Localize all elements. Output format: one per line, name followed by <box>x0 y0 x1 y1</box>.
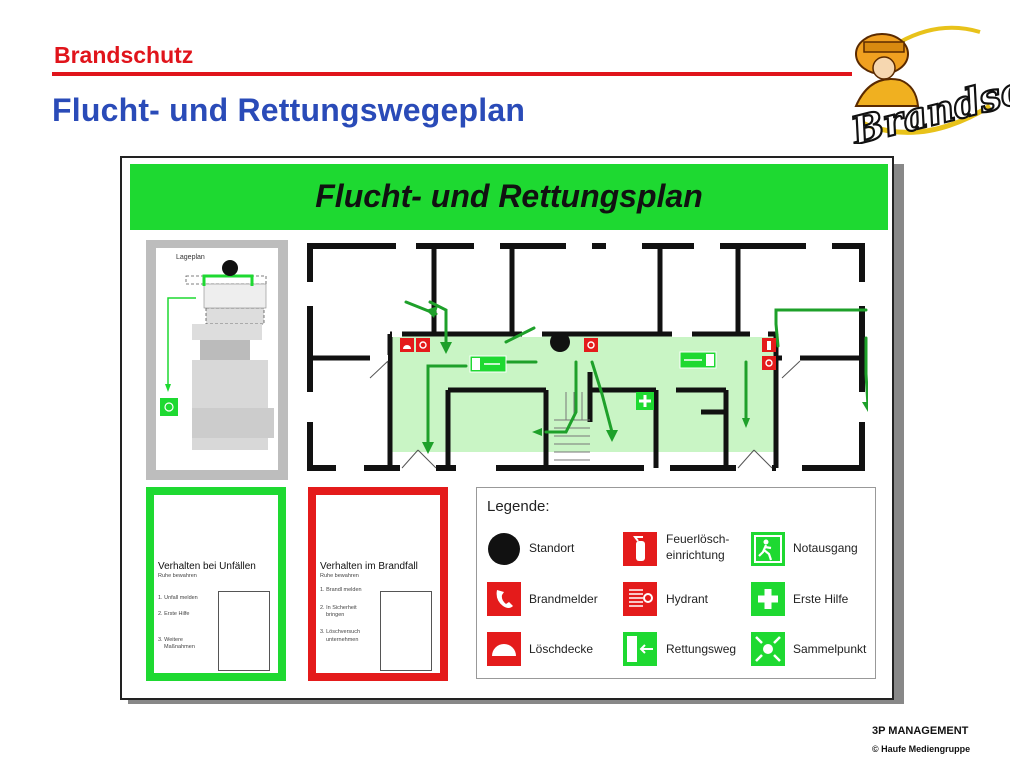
legend-label-rettungsweg: Rettungsweg <box>666 642 737 656</box>
logo-swoosh <box>858 103 992 135</box>
card-title: Verhalten im Brandfall <box>320 561 418 572</box>
card-title: Verhalten bei Unfällen <box>158 561 256 572</box>
card-step: 3. Weitere <box>158 637 183 643</box>
firefighter-icon <box>854 33 920 107</box>
card-step: 3. Löschversuch <box>320 629 361 635</box>
legend-label-erste-hilfe: Erste Hilfe <box>793 592 849 606</box>
card-step: unternehmen <box>326 637 359 643</box>
floor-plan <box>307 243 868 471</box>
legend-label-feuerloesch-2: einrichtung <box>666 548 725 562</box>
escape-plan-panel: Flucht- und Rettungsplan Lageplan <box>120 156 894 700</box>
card-behaviour-fire: Verhalten im Brandfall Ruhe bewahren 1. … <box>308 487 448 681</box>
card-subtitle: Ruhe bewahren <box>320 573 359 579</box>
footer-copyright: © Haufe Mediengruppe <box>872 744 971 754</box>
card-step: bringen <box>326 612 345 618</box>
fire-alarm-icon <box>487 582 521 616</box>
card-subtitle: Ruhe bewahren <box>158 573 197 579</box>
site-plan-label: Lageplan <box>176 254 205 261</box>
first-aid-icon <box>751 582 785 616</box>
legend-label-brandmelder: Brandmelder <box>529 592 598 606</box>
card-image-box <box>218 591 270 671</box>
brandschutz-logo: Brandschutz <box>845 25 1010 144</box>
hydrant-icon <box>623 582 657 616</box>
site-plan: Lageplan <box>146 240 288 480</box>
assembly-point-icon <box>751 632 785 666</box>
card-step: 1. Unfall melden <box>158 595 198 601</box>
first-aid-sign <box>636 392 654 410</box>
legend-label-sammelpunkt: Sammelpunkt <box>793 642 867 656</box>
card-behaviour-accidents: Verhalten bei Unfällen Ruhe bewahren 1. … <box>146 487 286 681</box>
fire-alarm-sign <box>762 356 776 370</box>
emergency-exit-sign <box>469 355 507 373</box>
fire-blanket-sign <box>400 338 414 352</box>
fire-extinguisher-icon <box>623 532 657 566</box>
card-step: Maßnahmen <box>164 644 195 650</box>
legend-label-feuerloesch-1: Feuerlösch- <box>666 532 730 546</box>
assembly-point-icon <box>160 398 178 416</box>
slide-title: Flucht- und Rettungswegeplan <box>52 92 526 128</box>
emergency-exit-sign <box>679 351 717 369</box>
fire-alarm-sign <box>584 338 598 352</box>
standort-marker <box>550 332 570 352</box>
card-step: 2. In Sicherheit <box>320 605 357 611</box>
fire-extinguisher-sign <box>762 338 776 352</box>
legend-label-notausgang: Notausgang <box>793 541 858 555</box>
legend-label-hydrant: Hydrant <box>666 592 709 606</box>
fire-blanket-icon <box>487 632 521 666</box>
legend: Legende: Standort Feuerlösch- einrichtun… <box>476 487 876 679</box>
card-step: 2. Erste Hilfe <box>158 611 190 617</box>
legend-label-standort: Standort <box>529 541 575 555</box>
standort-icon <box>488 533 520 565</box>
escape-route-icon <box>623 632 657 666</box>
card-image-box <box>380 591 432 671</box>
slide-kicker: Brandschutz <box>54 42 194 68</box>
emergency-exit-icon <box>751 532 785 566</box>
legend-label-loeschdecke: Löschdecke <box>529 642 594 656</box>
plan-title: Flucht- und Rettungsplan <box>315 178 703 214</box>
plan-header: Flucht- und Rettungsplan <box>130 164 888 230</box>
legend-title: Legende: <box>487 498 550 515</box>
red-divider <box>52 72 852 76</box>
standort-marker <box>222 260 238 276</box>
card-step: 1. Brandl melden <box>320 587 362 593</box>
fire-alarm-sign <box>416 338 430 352</box>
footer-company: 3P MANAGEMENT <box>872 725 969 737</box>
